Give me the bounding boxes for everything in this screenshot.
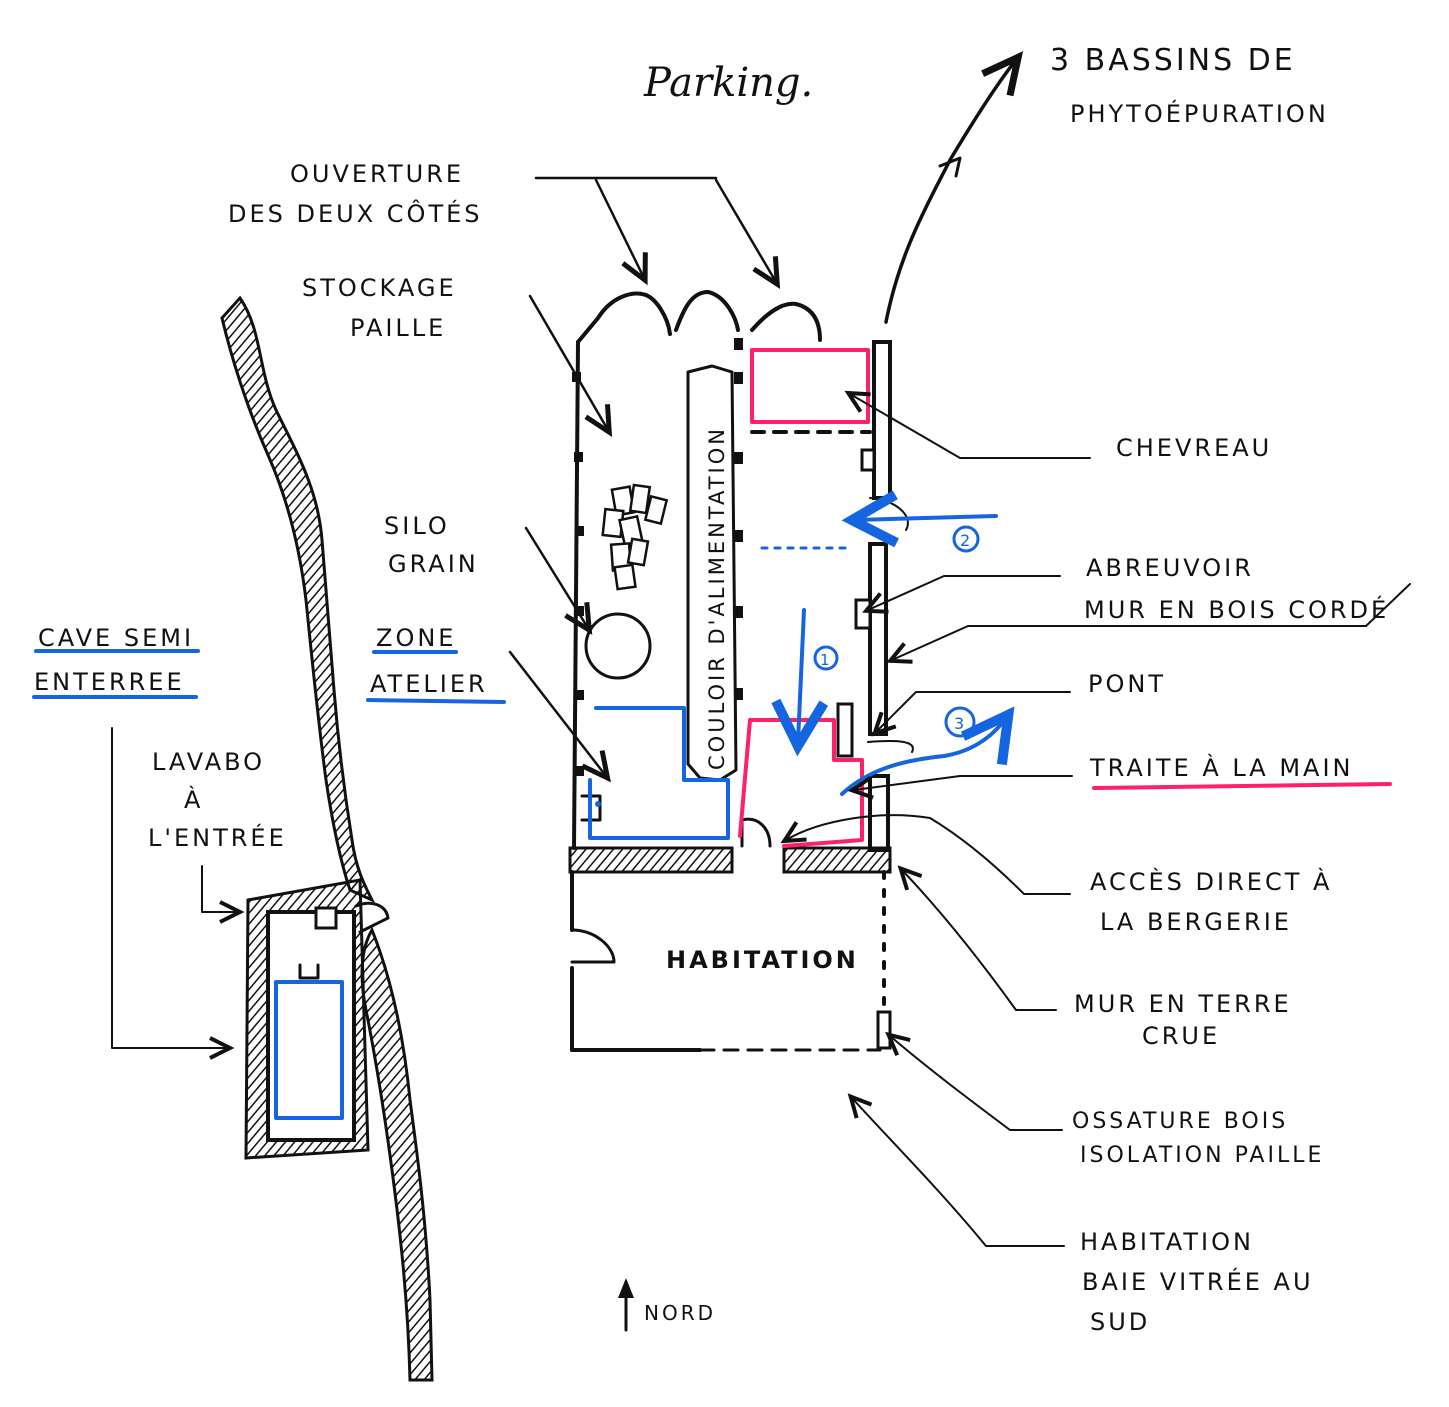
label-baie-3: SUD xyxy=(1090,1308,1150,1336)
label-stockage-1: STOCKAGE xyxy=(302,274,457,302)
label-ossature-2: ISOLATION PAILLE xyxy=(1080,1143,1324,1168)
step-3-label: 3 xyxy=(954,714,967,733)
step-3-marker xyxy=(944,706,976,738)
cave-basin xyxy=(274,980,344,1120)
label-cave-2: ENTERREE xyxy=(34,668,185,696)
label-acces-2: LA BERGERIE xyxy=(1100,908,1292,936)
label-bassins-1: 3 BASSINS DE xyxy=(1050,43,1296,78)
step-1-label: 1 xyxy=(820,651,833,669)
label-ossature-1: OSSATURE BOIS xyxy=(1072,1109,1288,1134)
label-pont: PONT xyxy=(1088,670,1166,698)
label-lavabo-1: LAVABO xyxy=(152,748,265,776)
label-habitation: HABITATION xyxy=(666,946,859,974)
silo-circle xyxy=(584,612,652,680)
label-terre-2: CRUE xyxy=(1142,1022,1220,1050)
label-ouverture-2: DES DEUX CÔTÉS xyxy=(228,198,483,228)
label-zone-2: ATELIER xyxy=(370,670,488,698)
label-silo-1: SILO xyxy=(384,512,450,540)
chevreau-pen-outline xyxy=(750,348,870,424)
label-couloir: COULOIR D'ALIMENTATION xyxy=(705,426,729,770)
habitation-walls xyxy=(570,870,892,1052)
north-arrow xyxy=(618,1278,634,1332)
label-mur-bois: MUR EN BOIS CORDÉ xyxy=(1084,595,1389,624)
label-cave-1: CAVE SEMI xyxy=(38,624,194,652)
step-1-marker xyxy=(813,645,839,671)
label-lavabo-2: À xyxy=(184,785,203,814)
label-stockage-2: PAILLE xyxy=(350,314,446,342)
label-zone-1: ZONE xyxy=(376,624,456,652)
label-parking: Parking. xyxy=(643,60,813,106)
label-terre-1: MUR EN TERRE xyxy=(1074,990,1292,1018)
label-lavabo-3: L'ENTRÉE xyxy=(148,823,287,852)
label-acces-1: ACCÈS DIRECT À xyxy=(1090,867,1332,896)
step-2-label: 2 xyxy=(960,531,973,550)
label-ouverture-1: OUVERTURE xyxy=(290,160,464,188)
label-traite: TRAITE À LA MAIN xyxy=(1089,753,1353,782)
label-silo-2: GRAIN xyxy=(388,550,479,578)
label-abreuvoir: ABREUVOIR xyxy=(1086,554,1254,582)
label-chevreau: CHEVREAU xyxy=(1116,434,1272,462)
label-nord: NORD xyxy=(644,1301,716,1325)
step-2-marker xyxy=(952,525,980,553)
atelier-zone-outline xyxy=(588,706,730,840)
terrain-hatching xyxy=(220,295,434,1382)
label-bassins-2: PHYTOÉPURATION xyxy=(1070,99,1329,128)
label-baie-2: BAIE VITRÉE AU xyxy=(1082,1267,1314,1296)
barn-walls xyxy=(568,290,914,874)
label-baie-1: HABITATION xyxy=(1080,1228,1254,1256)
cave-structure xyxy=(244,878,390,1160)
leader-lines xyxy=(111,51,1411,1247)
